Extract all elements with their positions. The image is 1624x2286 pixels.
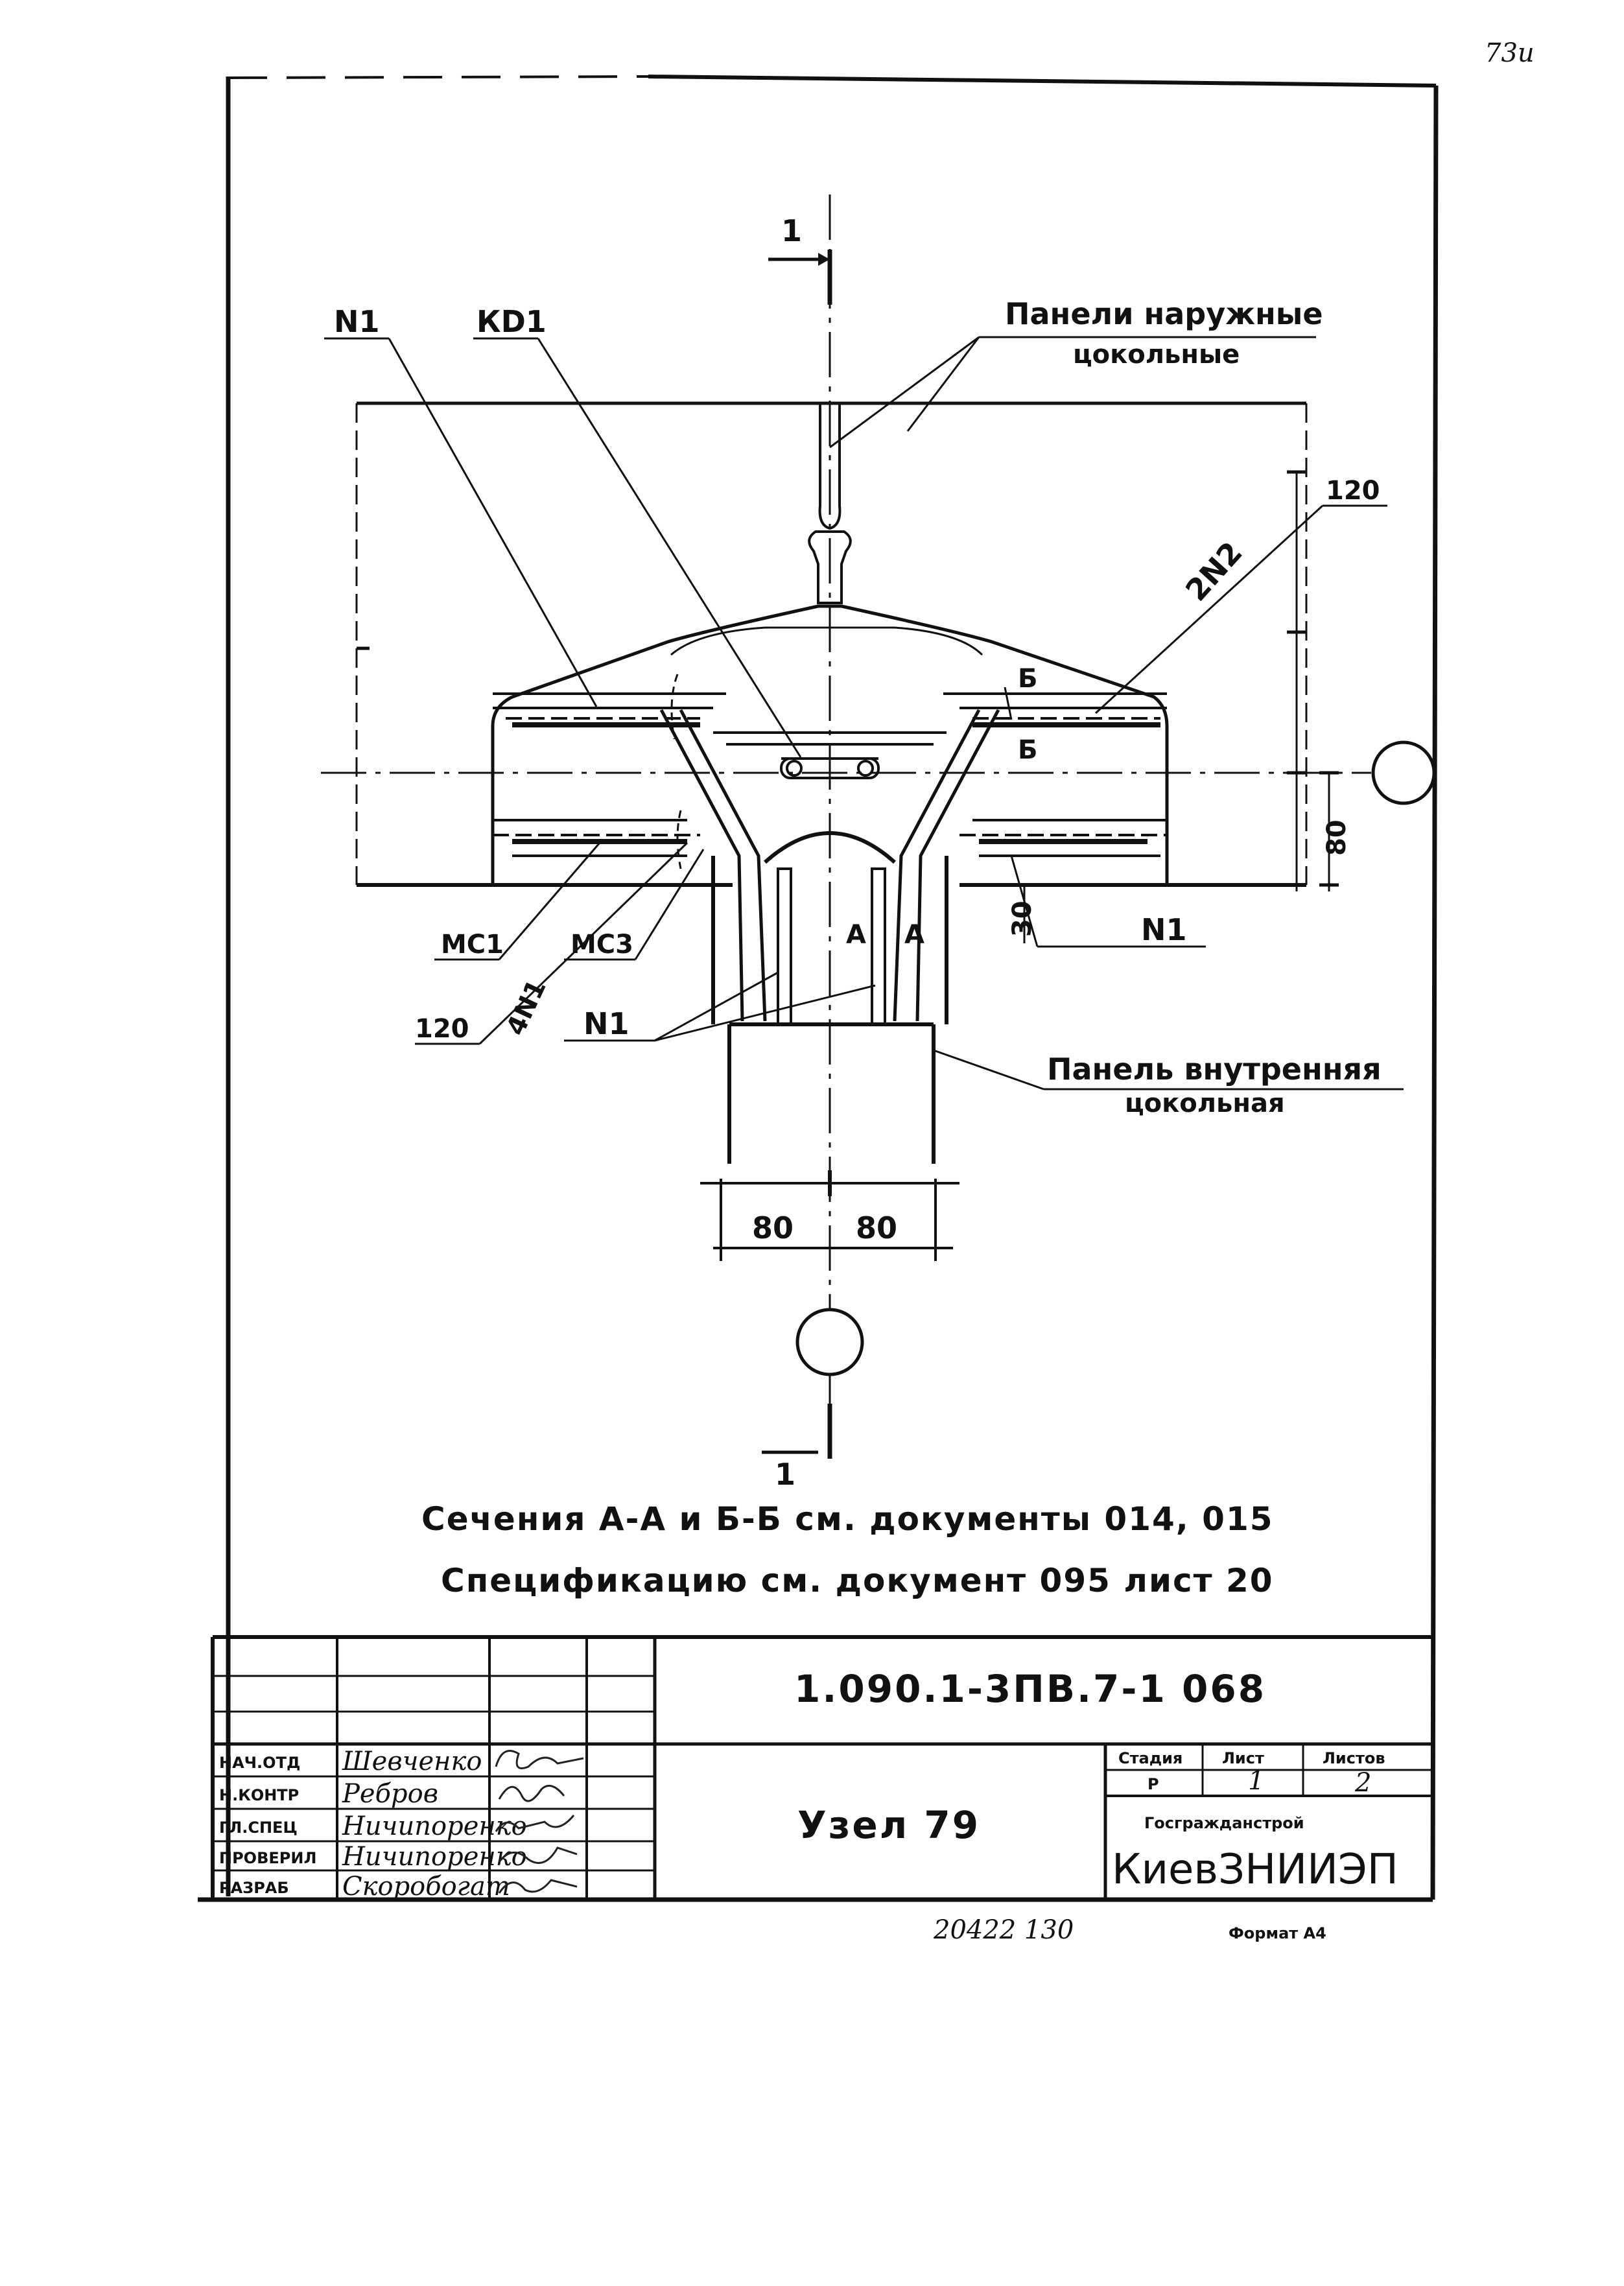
label-inner-panel-1: Панель внутренняя xyxy=(1047,1052,1382,1087)
archive-number: 20422 130 xyxy=(933,1915,1074,1945)
label-outer-panels-2: цокольные xyxy=(1073,340,1240,370)
row-name: Ничипоренко xyxy=(342,1811,527,1841)
label-mc1: МС1 xyxy=(441,930,504,960)
label-dim-80-right-bottom: 80 xyxy=(856,1210,897,1245)
sheets-value: 2 xyxy=(1354,1768,1371,1798)
row-name: Скоробогат xyxy=(342,1872,510,1902)
label-dim-30: 30 xyxy=(1007,901,1037,937)
label-a-left: А xyxy=(846,920,866,950)
section-cut-bottom xyxy=(762,1404,832,1459)
org-line-1: Госгражданстрой xyxy=(1144,1814,1304,1832)
label-dim-120-right: 120 xyxy=(1326,476,1380,506)
section-mark-bottom: 1 xyxy=(775,1457,795,1492)
connector-kd1 xyxy=(780,757,880,779)
label-a-right: А xyxy=(904,920,924,950)
bars-lower xyxy=(493,819,1167,857)
corner-mark: 73и xyxy=(1485,38,1535,68)
row-role: НАЧ.ОТД xyxy=(219,1754,300,1772)
row-role: ПРОВЕРИЛ xyxy=(219,1849,316,1867)
axis-bubble-bottom xyxy=(795,1308,864,1376)
section-cut-top xyxy=(768,250,832,305)
org-line-2: КиевЗНИИЭП xyxy=(1112,1846,1398,1894)
signature-rows: НАЧ.ОТД Шевченко Н.КОНТР Ребров ГЛ.СПЕЦ … xyxy=(219,1747,527,1902)
inclined-bars xyxy=(659,709,1000,1022)
bars-middle xyxy=(713,731,947,746)
label-outer-panels-1: Панели наружные xyxy=(1005,296,1323,331)
row-role: ГЛ.СПЕЦ xyxy=(219,1819,298,1837)
row-name: Ничипоренко xyxy=(342,1842,527,1872)
note-sections: Сечения А-А и Б-Б см. документы 014, 015 xyxy=(421,1500,1274,1538)
dim-30 xyxy=(1015,884,1034,943)
sheets-header: Листов xyxy=(1323,1749,1385,1767)
row-name: Шевченко xyxy=(342,1747,482,1776)
label-b-lower: Б xyxy=(1018,735,1038,765)
drawing-title: Узел 79 xyxy=(797,1803,980,1847)
sheet-header: Лист xyxy=(1222,1749,1264,1767)
label-mc3: МС3 xyxy=(571,930,633,960)
label-n1-right: N1 xyxy=(1141,912,1187,947)
format-label: Формат А4 xyxy=(1229,1924,1326,1942)
leader-lines xyxy=(324,336,1404,1090)
section-mark-top: 1 xyxy=(781,213,802,248)
dim-right xyxy=(1287,470,1339,891)
label-dim-80-left-bottom: 80 xyxy=(752,1210,794,1245)
sheet-value: 1 xyxy=(1248,1766,1264,1796)
label-kd1: КD1 xyxy=(477,304,547,339)
label-4n1: 4N1 xyxy=(500,975,552,1040)
label-n1-bottom: N1 xyxy=(583,1006,630,1041)
row-name: Ребров xyxy=(342,1779,438,1809)
document-code: 1.090.1-3ПВ.7-1 068 xyxy=(794,1667,1266,1711)
row-role: Н.КОНТР xyxy=(219,1786,299,1804)
row-role: РАЗРАБ xyxy=(219,1879,289,1897)
title-block-frame xyxy=(211,1635,1433,1900)
label-dim-120-left: 120 xyxy=(415,1014,469,1044)
signature-marks xyxy=(495,1750,584,1894)
stage-value: Р xyxy=(1147,1775,1159,1793)
label-inner-panel-2: цокольная xyxy=(1125,1089,1285,1118)
drawing-labels: 1 1 N1 КD1 Панели наружные цокольные 120… xyxy=(334,213,1382,1492)
joint-fill xyxy=(491,604,1169,885)
label-n1-top: N1 xyxy=(334,304,380,339)
note-specification: Спецификацию см. документ 095 лист 20 xyxy=(441,1562,1274,1599)
inner-panel xyxy=(711,856,948,1164)
joint-groove xyxy=(818,403,841,530)
stage-header: Стадия xyxy=(1118,1749,1183,1767)
sheet-frame xyxy=(198,75,1439,1902)
node-drawing xyxy=(321,194,1436,1459)
axis-bubble-right xyxy=(1371,740,1436,805)
dim-bottom xyxy=(700,1170,959,1261)
label-2n2: 2N2 xyxy=(1179,535,1249,607)
label-dim-80-right: 80 xyxy=(1322,819,1352,856)
label-b-upper: Б xyxy=(1018,664,1038,694)
